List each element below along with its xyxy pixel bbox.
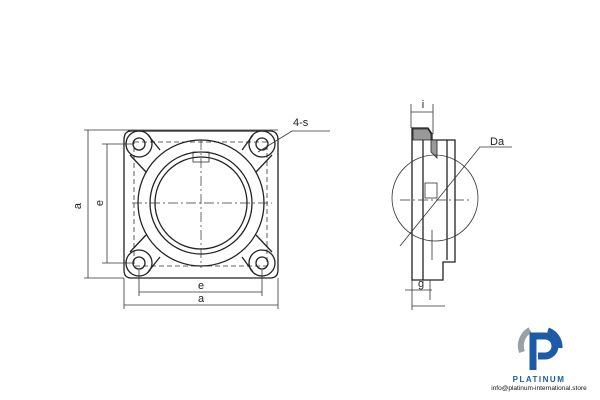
outer-sphere bbox=[391, 154, 479, 242]
dimensions-front bbox=[84, 129, 330, 309]
brand-email: info@platinum-international.store bbox=[491, 385, 587, 392]
bolt-lobes bbox=[125, 130, 276, 277]
dim-a-horizontal: a bbox=[198, 293, 205, 305]
dim-da: Da bbox=[490, 136, 505, 148]
platinum-logo bbox=[517, 327, 563, 370]
brand-name: PLATINUM bbox=[512, 375, 566, 384]
dim-i: i bbox=[422, 99, 424, 111]
dim-e-horizontal: e bbox=[198, 280, 204, 292]
front-view: a e e a 4-s bbox=[72, 117, 330, 309]
side-profile bbox=[411, 127, 456, 281]
side-view: i Da g bbox=[391, 99, 512, 310]
dim-e-vertical: e bbox=[94, 200, 106, 206]
dimensions-side bbox=[399, 104, 512, 310]
holes-label: 4-s bbox=[293, 117, 309, 129]
dim-a-vertical: a bbox=[72, 202, 84, 209]
dim-g: g bbox=[418, 278, 424, 290]
brand-block: PLATINUM info@platinum-international.sto… bbox=[478, 375, 600, 392]
flange-outline bbox=[123, 130, 279, 279]
